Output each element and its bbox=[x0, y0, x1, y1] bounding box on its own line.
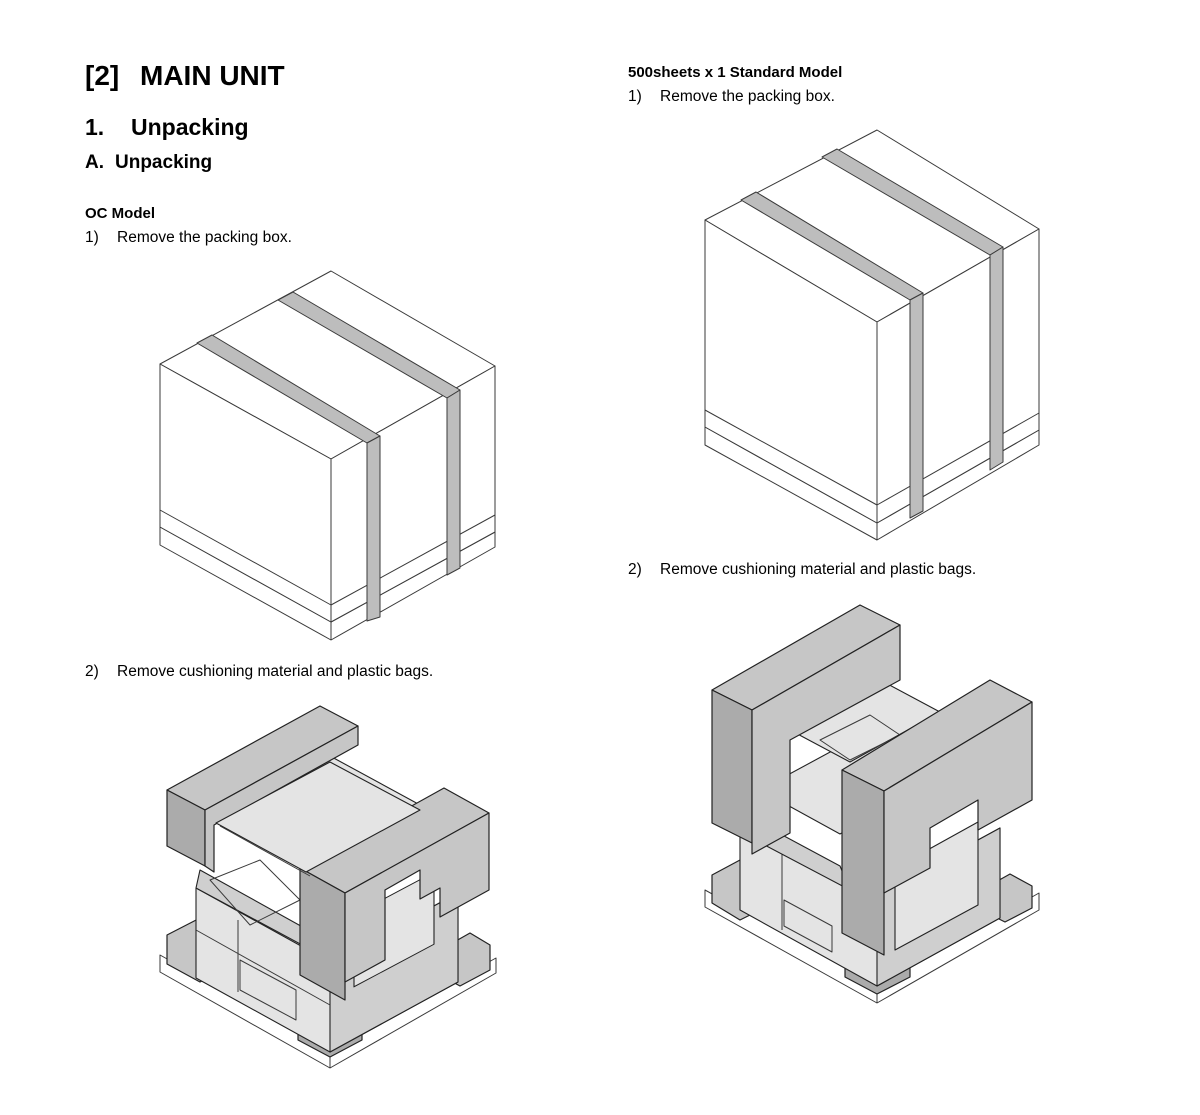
left-step-1: 1) Remove the packing box. bbox=[85, 229, 292, 247]
subsection-title: Unpacking bbox=[115, 152, 213, 173]
step-text: Remove cushioning material and plastic b… bbox=[117, 663, 434, 680]
right-model-label: 500sheets x 1 Standard Model bbox=[628, 64, 843, 81]
step-number: 2) bbox=[628, 561, 642, 578]
step-text: Remove the packing box. bbox=[117, 229, 292, 246]
chapter-heading: 1. Unpacking bbox=[85, 114, 249, 141]
subsection-heading: A. Unpacking bbox=[85, 152, 212, 174]
step-number: 2) bbox=[85, 663, 99, 680]
section-title: MAIN UNIT bbox=[140, 60, 285, 91]
right-step-1: 1) Remove the packing box. bbox=[628, 88, 835, 106]
step-number: 1) bbox=[628, 88, 642, 105]
section-heading: [2] MAIN UNIT bbox=[85, 60, 285, 92]
step-number: 1) bbox=[85, 229, 99, 246]
left-step-2: 2) Remove cushioning material and plastic… bbox=[85, 663, 433, 681]
left-model-label: OC Model bbox=[85, 205, 155, 222]
step-text: Remove cushioning material and plastic b… bbox=[660, 561, 977, 578]
subsection-number: A. bbox=[85, 152, 104, 173]
step-text: Remove the packing box. bbox=[660, 88, 835, 105]
section-number: [2] bbox=[85, 60, 120, 91]
right-step-2: 2) Remove cushioning material and plastic… bbox=[628, 561, 976, 579]
chapter-number: 1. bbox=[85, 114, 105, 140]
chapter-title: Unpacking bbox=[131, 114, 249, 140]
